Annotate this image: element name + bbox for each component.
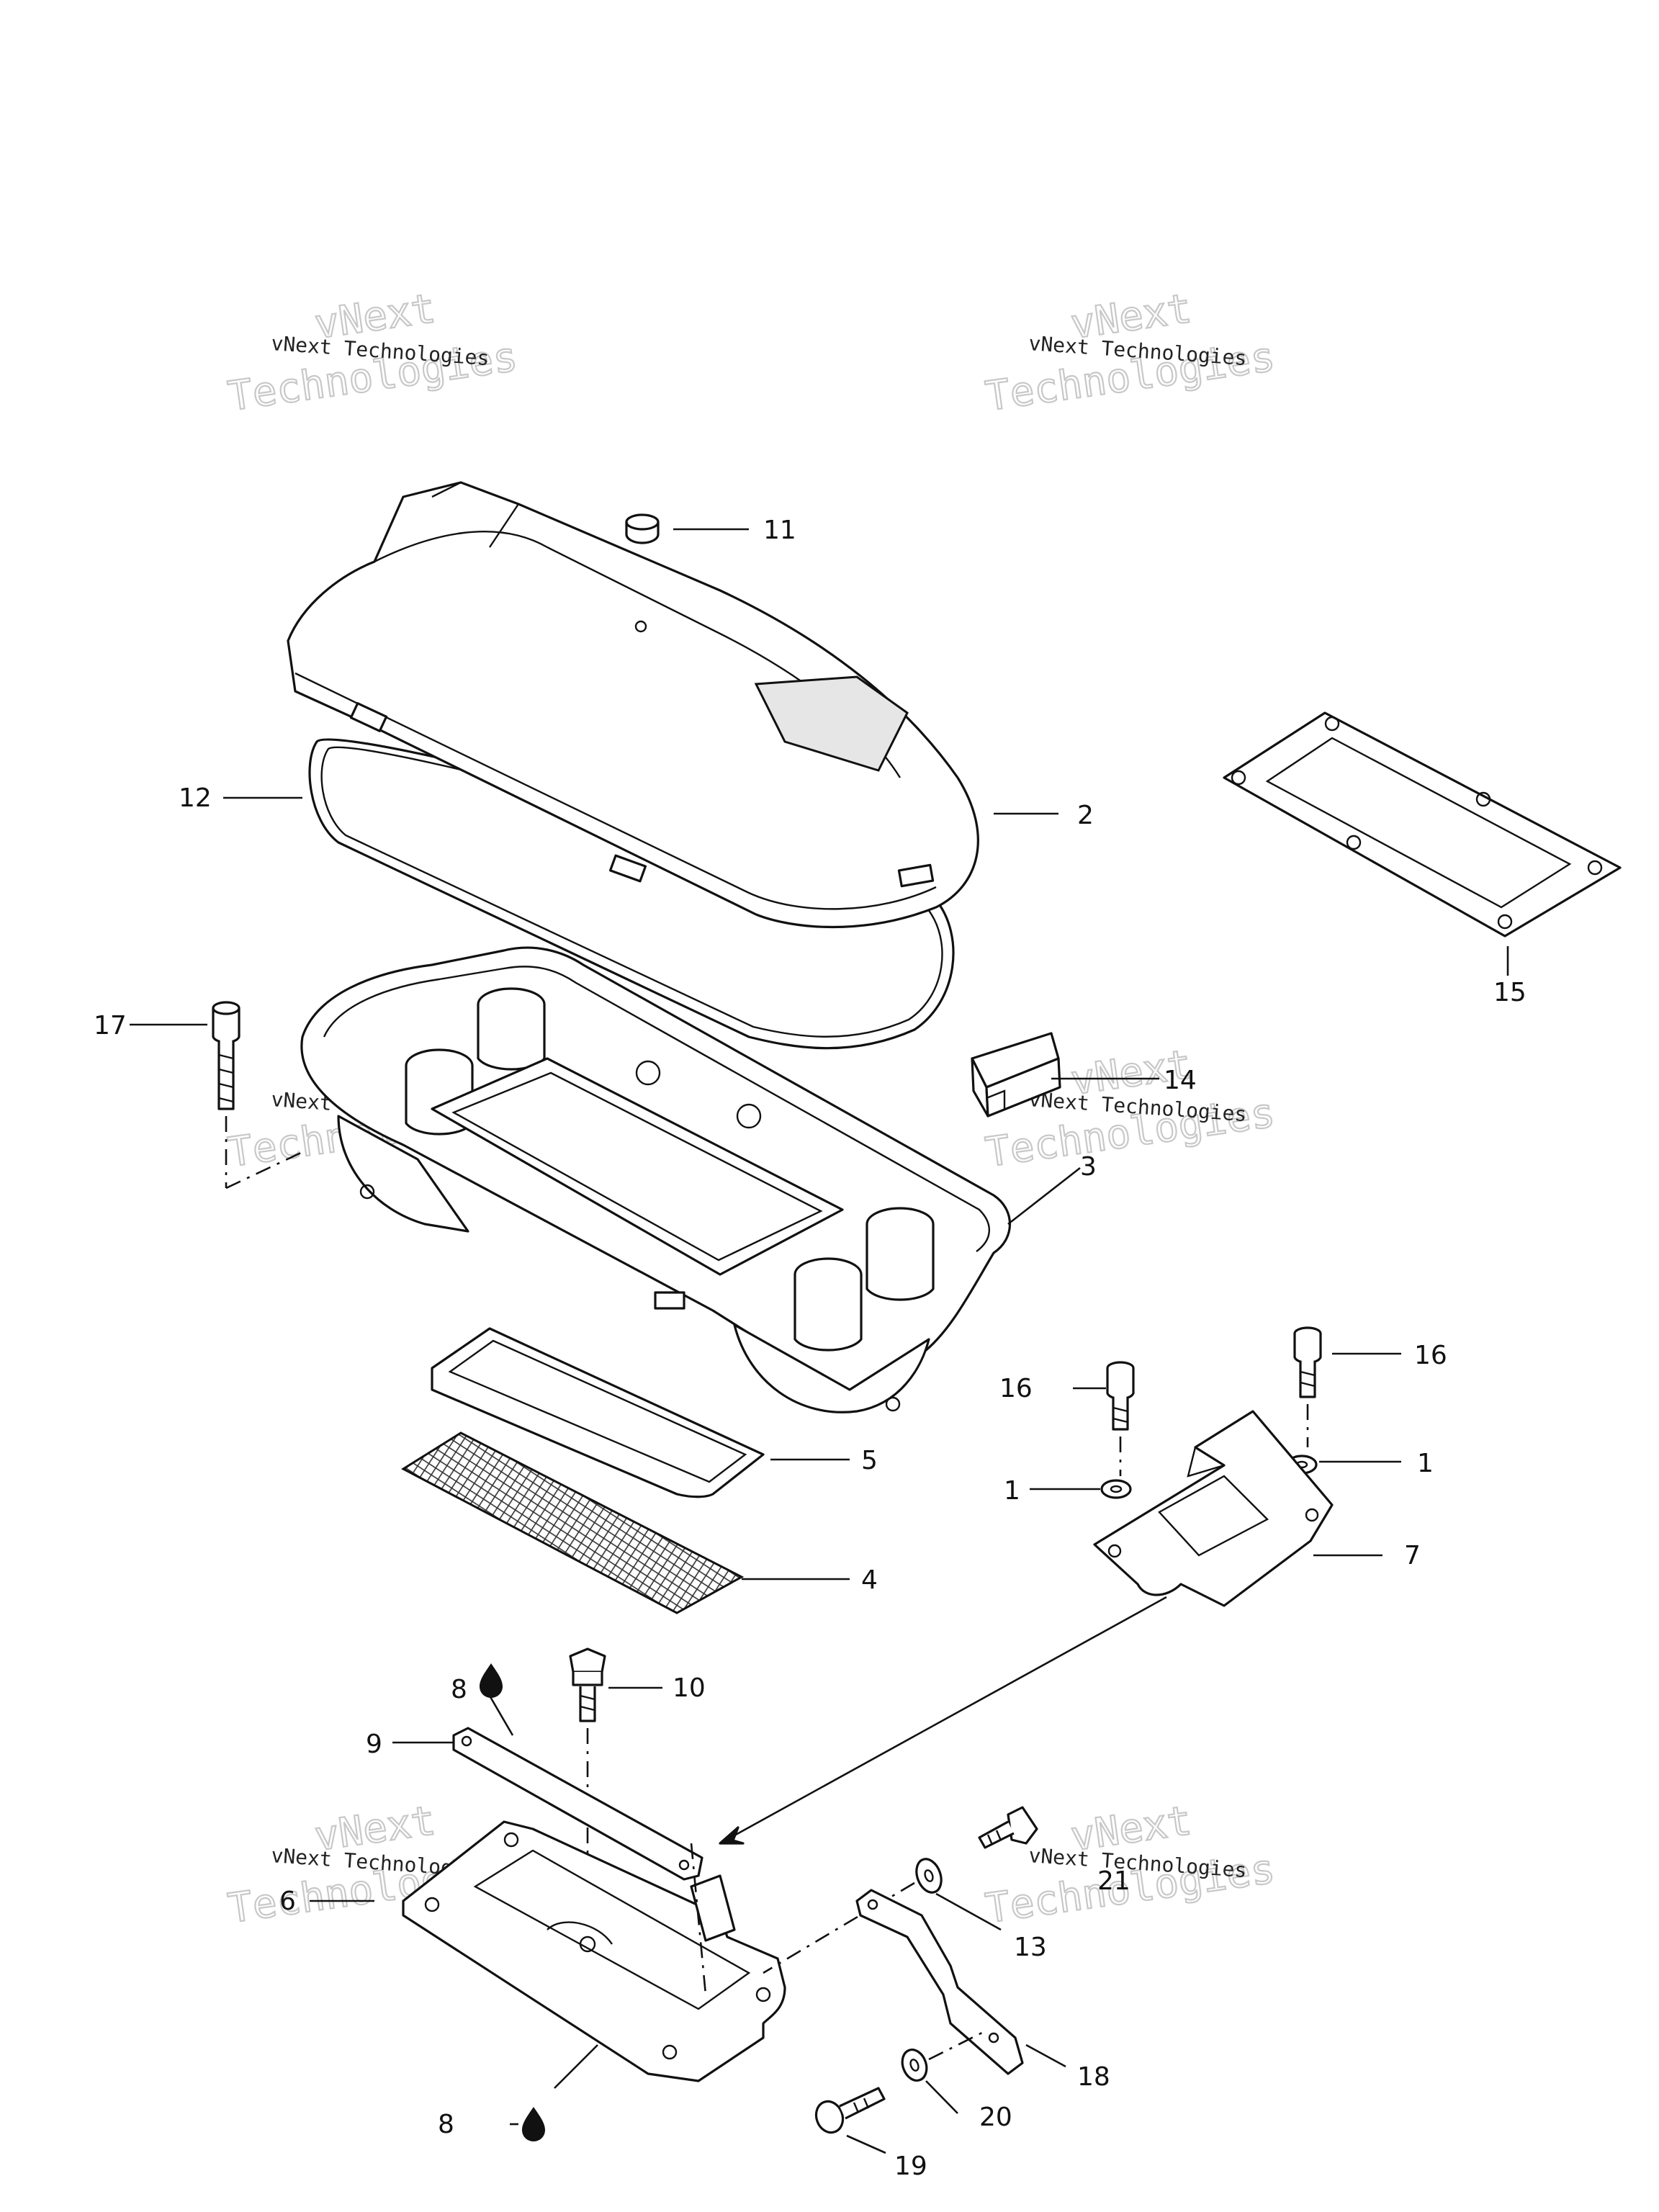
arrowhead-icon [719, 1826, 745, 1845]
callout-20: 20 [979, 2103, 1012, 2132]
assembly-line-13 [763, 1881, 915, 1974]
watermark-top-right: vNext Technologies vNext Technologies [982, 284, 1279, 421]
callout-5: 5 [861, 1446, 878, 1475]
part-20-washer [901, 2049, 928, 2082]
callout-1-right: 1 [1417, 1449, 1434, 1478]
part-3-silencer-base [300, 946, 1011, 1413]
oil-drop-icon [480, 1663, 503, 1698]
callout-15: 15 [1493, 978, 1527, 1007]
part-16-screw-right [1293, 1326, 1322, 1398]
callout-6: 6 [279, 1887, 296, 1916]
part-2-silencer-cover [287, 481, 979, 929]
callout-4: 4 [861, 1565, 878, 1595]
assembly-line-20 [928, 2029, 987, 2061]
part-4-filter-mesh [400, 1431, 745, 1614]
assembly-line-17b [225, 1151, 303, 1190]
part-16-screw-left [1106, 1361, 1135, 1431]
watermark-top-left: vNext Technologies vNext Technologies [225, 284, 521, 421]
oil-drop-icon [522, 2107, 545, 2141]
callout-1-left: 1 [1004, 1476, 1020, 1506]
part-5-filter-gasket [431, 1327, 765, 1498]
callout-11: 11 [763, 516, 796, 545]
callout-13: 13 [1014, 1933, 1047, 1962]
part-11-plug [625, 513, 660, 544]
part-19-screw [814, 2087, 886, 2134]
assembly-line-9 [690, 1843, 707, 1995]
callout-8-bottom: 8 [438, 2110, 454, 2139]
callout-8-top: 8 [451, 1675, 467, 1704]
part-10-screw [569, 1647, 606, 1722]
part-15-gasket [1223, 711, 1622, 938]
callout-2: 2 [1077, 801, 1094, 830]
part-9-strip [452, 1727, 703, 1881]
part-21-screw [978, 1806, 1038, 1849]
callout-18: 18 [1077, 2062, 1110, 2092]
callout-3: 3 [1080, 1152, 1097, 1182]
part-18-bracket [855, 1889, 1024, 2075]
callout-14: 14 [1164, 1066, 1197, 1095]
arrow-bracket-to-base [719, 1596, 1167, 1845]
callout-16-left: 16 [999, 1374, 1033, 1403]
callout-labels: 11 12 2 15 17 14 3 16 16 1 1 5 7 4 8 10 … [94, 516, 1527, 2181]
part-14-clip [971, 1032, 1061, 1118]
callout-12: 12 [179, 783, 212, 813]
part-6-base-plate [402, 1820, 786, 2082]
part-7-bracket [1093, 1410, 1334, 1607]
callout-7: 7 [1404, 1541, 1421, 1570]
part-1-washer-left [1100, 1479, 1132, 1499]
callout-9: 9 [366, 1730, 382, 1759]
callout-16-right: 16 [1414, 1341, 1447, 1370]
part-13-washer [915, 1858, 943, 1894]
callout-10: 10 [673, 1673, 706, 1703]
callout-17: 17 [94, 1011, 127, 1040]
part-17-screw [212, 1001, 240, 1110]
callout-19: 19 [894, 2152, 927, 2181]
callout-21: 21 [1097, 1866, 1130, 1896]
leader-lines [130, 528, 1509, 2154]
